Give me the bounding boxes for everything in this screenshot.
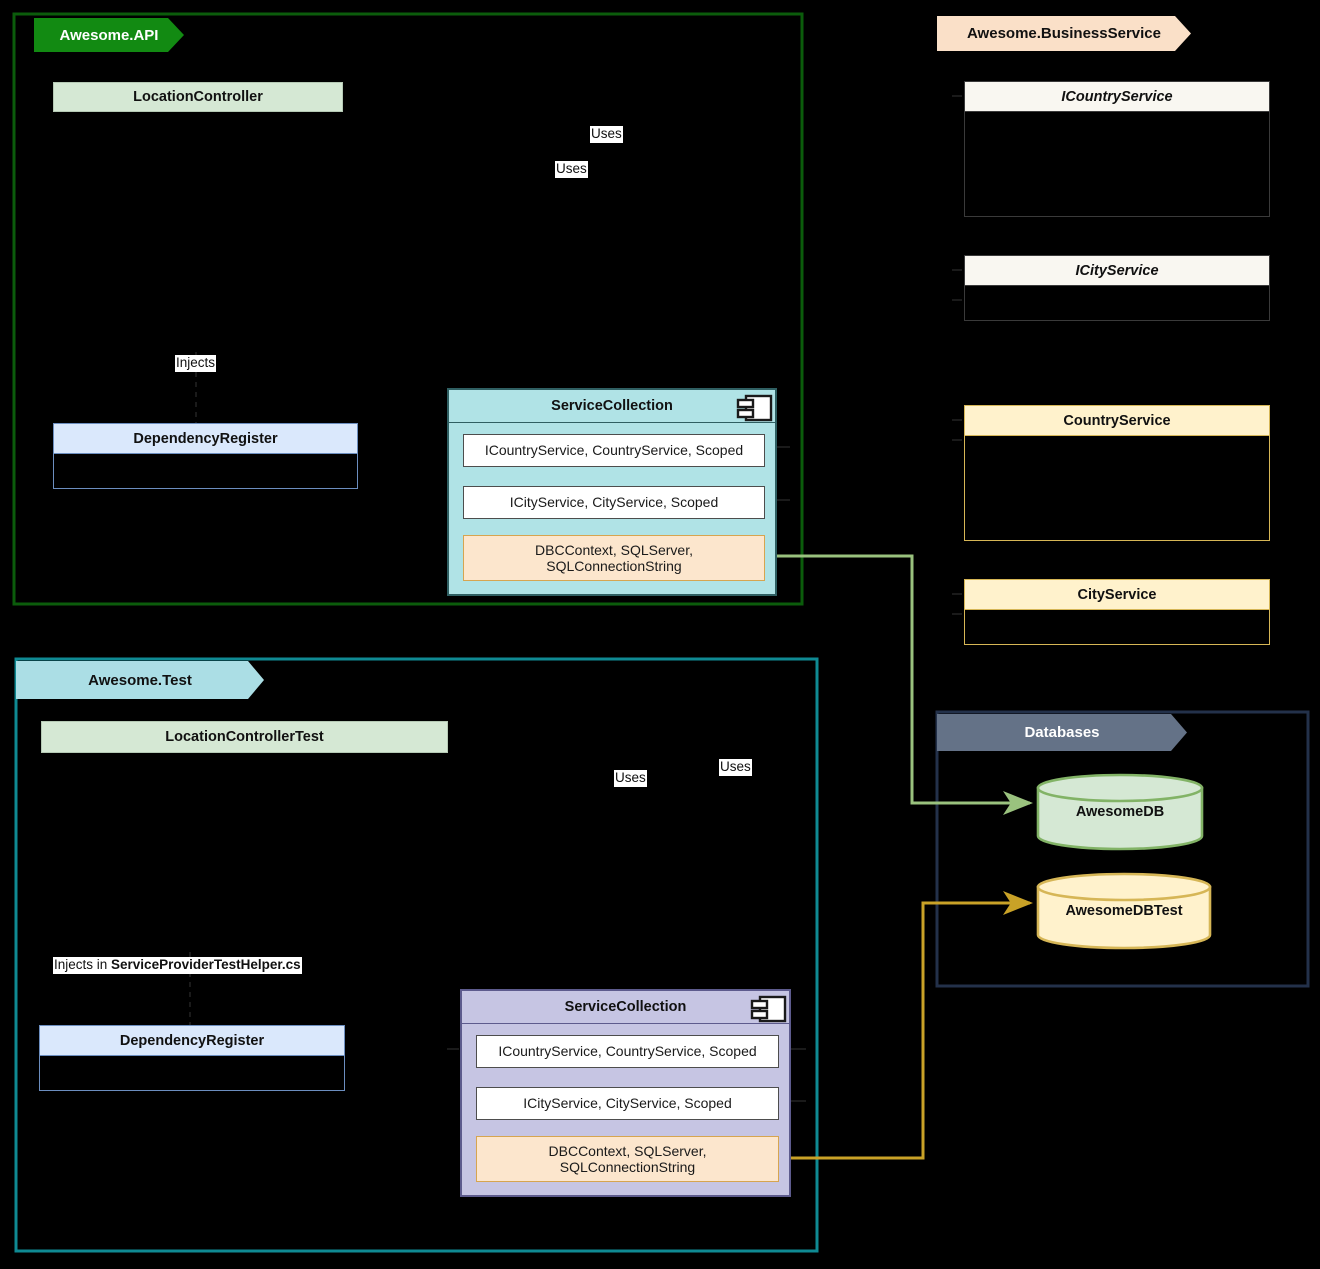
class-dependency-register-api[interactable]: DependencyRegister	[53, 423, 358, 489]
class-title-dependency-register-test: DependencyRegister	[119, 1032, 265, 1049]
class-header-location-controller-test: LocationControllerTest	[41, 721, 448, 753]
interface-body-icountryservice	[964, 112, 1270, 217]
class-body-dependency-register-api	[53, 454, 358, 489]
service-row-text-api-1: ICityService, CityService, Scoped	[509, 494, 719, 511]
database-awesomedb[interactable]: AwesomeDB	[1036, 773, 1204, 851]
service-row-api-0[interactable]: ICountryService, CountryService, Scoped	[463, 434, 765, 467]
package-tab-awesome-test[interactable]: Awesome.Test	[16, 661, 264, 699]
class-title-cityservice: CityService	[1077, 586, 1157, 603]
interface-header-icountryservice: ICountryService	[964, 81, 1270, 112]
class-body-dependency-register-test	[39, 1056, 345, 1091]
edge-label-uses-test-1: Uses	[614, 770, 647, 787]
class-header-cityservice: CityService	[964, 579, 1270, 610]
component-title-text-test: ServiceCollection	[564, 999, 687, 1015]
service-row-text-test-0: ICountryService, CountryService, Scoped	[498, 1043, 757, 1060]
service-row-text-test-2: DBCContext, SQLServer, SQLConnectionStri…	[548, 1142, 707, 1175]
class-location-controller[interactable]: LocationController	[53, 82, 343, 112]
component-title-api-service-collection: ServiceCollection	[449, 390, 775, 423]
component-test-service-collection[interactable]: ServiceCollection ICountryService, Count…	[460, 989, 791, 1197]
edge-label-uses-test-2: Uses	[719, 759, 752, 776]
uml-component-icon	[734, 394, 774, 427]
class-header-countryservice: CountryService	[964, 405, 1270, 436]
interface-header-icityservice: ICityService	[964, 255, 1270, 286]
edge-label-uses-api-1: Uses	[590, 126, 623, 143]
class-countryservice[interactable]: CountryService	[964, 405, 1270, 541]
class-title-countryservice: CountryService	[1063, 412, 1171, 429]
package-tab-databases[interactable]: Databases	[937, 714, 1187, 751]
interface-title-icityservice: ICityService	[1075, 262, 1159, 279]
package-label-databases: Databases	[1024, 724, 1100, 741]
package-tab-awesome-api[interactable]: Awesome.API	[34, 18, 184, 52]
class-location-controller-test[interactable]: LocationControllerTest	[41, 721, 448, 753]
edge-label-injects-api: Injects	[175, 355, 217, 372]
injects-test-prefix: Injects in	[54, 957, 112, 972]
class-header-dependency-register-test: DependencyRegister	[39, 1025, 345, 1056]
class-body-countryservice	[964, 436, 1270, 541]
class-header-dependency-register-api: DependencyRegister	[53, 423, 358, 454]
package-label-awesome-test: Awesome.Test	[88, 671, 192, 689]
service-row-test-0[interactable]: ICountryService, CountryService, Scoped	[476, 1035, 779, 1068]
service-row-text-api-2: DBCContext, SQLServer, SQLConnectionStri…	[535, 541, 693, 574]
database-label-awesomedbtest: AwesomeDBTest	[1065, 903, 1183, 919]
uml-component-icon	[748, 995, 788, 1028]
class-cityservice[interactable]: CityService	[964, 579, 1270, 645]
interface-icountryservice[interactable]: ICountryService	[964, 81, 1270, 217]
component-title-text-api: ServiceCollection	[551, 398, 673, 414]
injects-test-filename: ServiceProviderTestHelper.cs	[111, 957, 301, 972]
database-label-awesomedb: AwesomeDB	[1075, 804, 1165, 820]
service-row-test-2[interactable]: DBCContext, SQLServer, SQLConnectionStri…	[476, 1136, 779, 1182]
interface-icityservice[interactable]: ICityService	[964, 255, 1270, 321]
service-row-text-test-1: ICityService, CityService, Scoped	[523, 1095, 732, 1112]
component-api-service-collection[interactable]: ServiceCollection ICountryService, Count…	[447, 388, 777, 596]
database-awesomedbtest[interactable]: AwesomeDBTest	[1036, 872, 1212, 950]
service-row-api-2[interactable]: DBCContext, SQLServer, SQLConnectionStri…	[463, 535, 765, 581]
class-header-location-controller: LocationController	[53, 82, 343, 112]
package-label-awesome-businessservice: Awesome.BusinessService	[967, 25, 1161, 42]
component-title-test-service-collection: ServiceCollection	[462, 991, 789, 1024]
class-title-location-controller: LocationController	[133, 89, 263, 105]
package-label-awesome-api: Awesome.API	[59, 26, 159, 44]
package-tab-awesome-businessservice[interactable]: Awesome.BusinessService	[937, 16, 1191, 51]
interface-body-icityservice	[964, 286, 1270, 321]
edge-label-uses-api-2: Uses	[555, 161, 588, 178]
class-title-location-controller-test: LocationControllerTest	[165, 729, 324, 745]
service-row-text-api-0: ICountryService, CountryService, Scoped	[484, 442, 744, 459]
edge-label-injects-test: Injects in ServiceProviderTestHelper.cs	[53, 957, 302, 974]
class-body-cityservice	[964, 610, 1270, 645]
class-title-dependency-register-api: DependencyRegister	[133, 430, 278, 447]
interface-title-icountryservice: ICountryService	[1061, 88, 1173, 105]
class-dependency-register-test[interactable]: DependencyRegister	[39, 1025, 345, 1091]
service-row-api-1[interactable]: ICityService, CityService, Scoped	[463, 486, 765, 519]
edge-test-dbcontext-to-awesomedbtest	[782, 891, 1033, 1160]
service-row-test-1[interactable]: ICityService, CityService, Scoped	[476, 1087, 779, 1120]
